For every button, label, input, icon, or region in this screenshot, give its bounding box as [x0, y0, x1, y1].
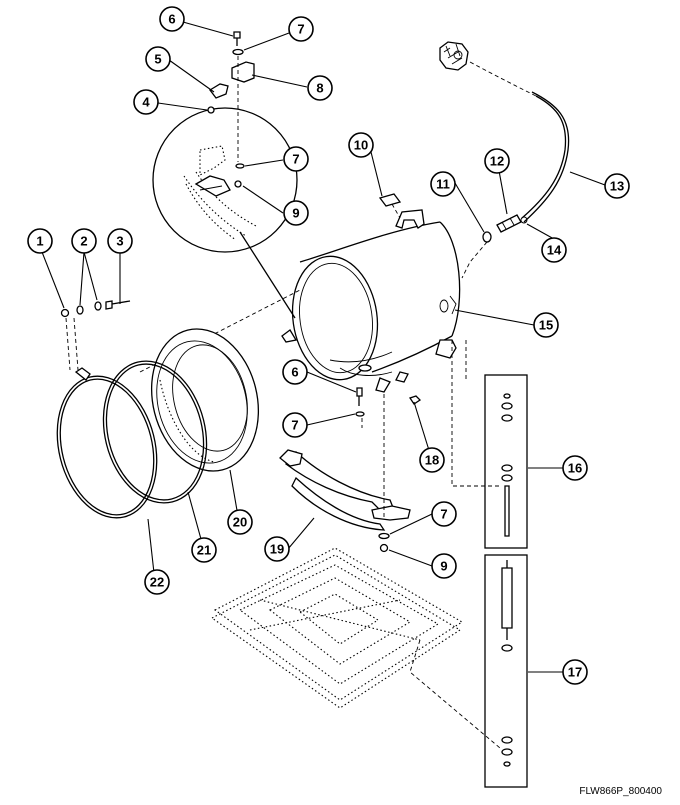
callout-7-detail: 7 [283, 146, 309, 172]
detail-bracket [183, 145, 257, 241]
callout-6-center: 6 [282, 359, 308, 385]
washer-detail [235, 163, 245, 169]
left-hardware [60, 300, 131, 371]
svg-text:7: 7 [297, 22, 304, 37]
pressure-switch [439, 41, 469, 71]
svg-text:22: 22 [150, 575, 164, 590]
callout-12: 12 [484, 148, 510, 174]
callout-5: 5 [145, 46, 171, 72]
box-17 [484, 554, 528, 788]
callout-20: 20 [227, 509, 253, 535]
detail-circle [152, 107, 298, 253]
callout-19: 19 [264, 536, 290, 562]
nut-detail [234, 180, 242, 188]
callout-11: 11 [430, 171, 456, 197]
callout-2: 2 [71, 228, 97, 254]
callout-7-bottom: 7 [431, 501, 457, 527]
figure-code: FLW866P_800400 [579, 786, 662, 797]
callout-8: 8 [307, 75, 333, 101]
svg-text:13: 13 [610, 179, 624, 194]
svg-text:6: 6 [291, 365, 298, 380]
callout-17: 17 [562, 659, 588, 685]
svg-text:9: 9 [292, 206, 299, 221]
callout-18: 18 [419, 447, 445, 473]
callout-22: 22 [144, 569, 170, 595]
svg-text:10: 10 [354, 138, 368, 153]
svg-text:20: 20 [233, 515, 247, 530]
svg-text:17: 17 [568, 665, 582, 680]
callout-15: 15 [533, 312, 559, 338]
callout-10: 10 [348, 132, 374, 158]
shock-lower [501, 560, 513, 767]
svg-text:14: 14 [547, 243, 562, 258]
svg-text:21: 21 [197, 543, 211, 558]
svg-text:11: 11 [436, 177, 450, 192]
svg-text:18: 18 [425, 453, 439, 468]
dash-11 [461, 241, 488, 279]
outer-tub [281, 209, 461, 393]
callout-9-bottom: 9 [431, 553, 457, 579]
shock-upper [501, 393, 513, 537]
hose-clamp [520, 216, 528, 224]
svg-text:16: 16 [568, 461, 582, 476]
top-hardware [207, 31, 255, 162]
svg-text:15: 15 [539, 318, 553, 333]
base-frame [210, 547, 464, 709]
suspension-bracket [279, 394, 411, 531]
tub-label [378, 193, 402, 207]
callout-7-top: 7 [288, 16, 314, 42]
callout-7-center: 7 [282, 412, 308, 438]
clamp-ring [102, 360, 208, 504]
svg-text:8: 8 [316, 81, 323, 96]
outer-clamp-band [56, 367, 158, 519]
svg-text:1: 1 [36, 234, 43, 249]
svg-text:5: 5 [154, 52, 161, 67]
box-16 [484, 374, 528, 549]
svg-text:2: 2 [80, 234, 87, 249]
svg-text:9: 9 [440, 559, 447, 574]
center-hardware [355, 387, 422, 428]
dash-16 [451, 340, 500, 487]
svg-text:7: 7 [291, 418, 298, 433]
front-gasket-ring [150, 328, 260, 472]
callout-16: 16 [562, 455, 588, 481]
detail-leader [239, 231, 296, 319]
pressure-hose-inner [521, 95, 567, 219]
callout-14: 14 [541, 237, 567, 263]
callout-13: 13 [604, 173, 630, 199]
svg-text:19: 19 [270, 542, 284, 557]
grommet [482, 231, 492, 243]
dash-17 [409, 639, 501, 749]
pressure-hose [523, 91, 570, 223]
callout-3: 3 [107, 228, 133, 254]
svg-text:12: 12 [490, 154, 504, 169]
callout-1: 1 [27, 228, 53, 254]
svg-text:7: 7 [292, 152, 299, 167]
bracket-hardware [378, 532, 390, 553]
callout-9-detail: 9 [283, 200, 309, 226]
svg-text:7: 7 [440, 507, 447, 522]
svg-text:6: 6 [168, 12, 175, 27]
callout-6-top: 6 [159, 6, 185, 32]
svg-text:3: 3 [116, 234, 123, 249]
hose-dash [469, 61, 537, 97]
callout-21: 21 [191, 537, 217, 563]
air-dome [496, 214, 522, 233]
callout-4: 4 [133, 89, 159, 115]
dash-10 [391, 203, 401, 219]
svg-text:4: 4 [142, 95, 150, 110]
